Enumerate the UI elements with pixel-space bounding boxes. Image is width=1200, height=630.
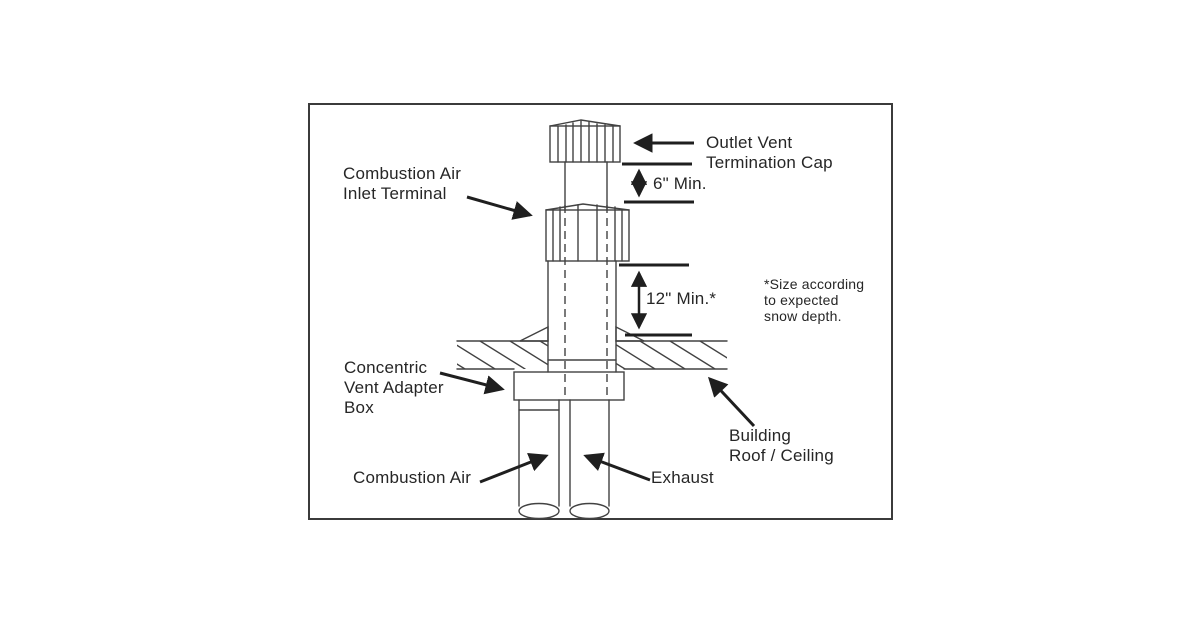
dimension-12in-label: 12" Min.* [646, 289, 717, 308]
vent-diagram [439, 119, 756, 520]
adapter-box-arrow [439, 371, 505, 395]
concentric-vent-adapter-box-label: Concentric Vent Adapter Box [344, 358, 444, 417]
concentric-vent-adapter-box [513, 371, 625, 401]
building-roof-arrow [708, 376, 756, 428]
combustion-air-label: Combustion Air [353, 468, 472, 487]
dimension-reference-lines [619, 162, 694, 337]
combustion-air-inlet-terminal-label: Combustion Air Inlet Terminal [343, 164, 462, 203]
outlet-vent-termination-cap-label: Outlet Vent Termination Cap [706, 133, 833, 172]
building-roof-ceiling [456, 325, 728, 370]
outer-concentric-pipe [547, 260, 617, 373]
exhaust-arrow [583, 452, 651, 482]
building-roof-ceiling-label: Building Roof / Ceiling [729, 426, 834, 465]
upper-exhaust-pipe [564, 161, 608, 210]
combustion-air-inlet-terminal [545, 203, 630, 262]
inlet-terminal-arrow [466, 195, 533, 220]
combustion-air-pipe [518, 399, 560, 520]
diagram-frame: Combustion Air Inlet Terminal Outlet Ven… [308, 103, 893, 520]
exhaust-pipe [569, 399, 610, 520]
exhaust-label: Exhaust [651, 468, 714, 487]
roof-hatching-right [616, 341, 727, 369]
outlet-vent-termination-cap [549, 119, 621, 163]
combustion-air-arrow [479, 453, 549, 484]
hidden-inner-pipe-dashed [564, 205, 608, 400]
snow-depth-note: *Size according to expected snow depth. [764, 276, 865, 324]
dimension-6in-label: 6" Min. [653, 174, 707, 193]
roof-hatching-left [457, 341, 548, 369]
